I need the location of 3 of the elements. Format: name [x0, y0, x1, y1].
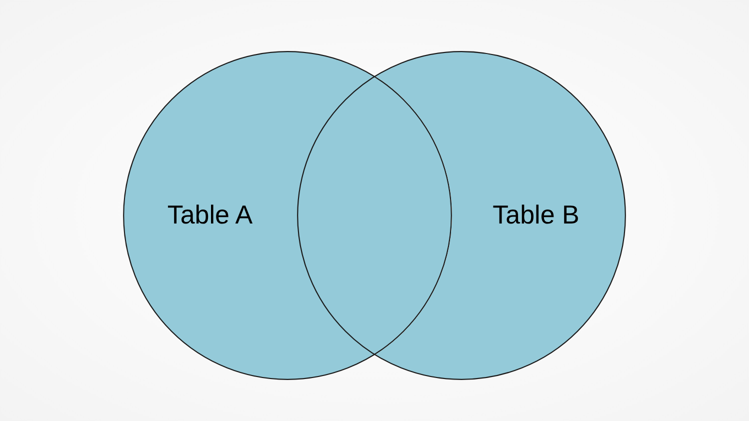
- set-circle: [297, 51, 626, 380]
- set-label: Table A: [167, 200, 253, 229]
- set-label: Table B: [492, 200, 580, 229]
